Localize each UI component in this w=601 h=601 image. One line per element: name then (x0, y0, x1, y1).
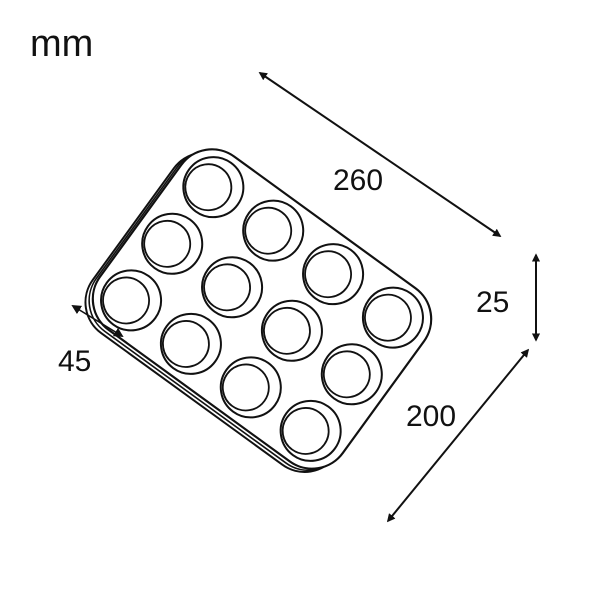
muffin-cup (260, 299, 323, 362)
cup-bottom (203, 263, 251, 312)
length-dimension-arrow (258, 72, 502, 237)
muffin-tray (84, 148, 433, 473)
cup-bottom (184, 163, 233, 212)
cup-bottom (221, 363, 270, 412)
cup-bottom (143, 219, 192, 268)
muffin-cup (201, 256, 264, 319)
muffin-cup (159, 312, 222, 375)
muffin-cup (219, 356, 282, 419)
length-label: 260 (333, 164, 383, 197)
muffin-cup (320, 343, 383, 406)
muffin-cup (279, 399, 342, 462)
muffin-cup (361, 286, 424, 349)
cup-bottom (281, 407, 330, 455)
cup-bottom (304, 250, 352, 299)
height-label: 25 (476, 286, 509, 319)
width-dimension-arrow (386, 348, 530, 523)
cup-bottom (263, 306, 311, 355)
muffin-cup (182, 156, 245, 219)
cup-bottom (364, 293, 412, 342)
muffin-cup (141, 212, 204, 275)
cup-bottom (322, 350, 371, 399)
width-label: 200 (406, 400, 456, 433)
cup-diameter-dimension-arrow (71, 304, 124, 338)
unit-label: mm (30, 23, 93, 65)
muffin-cup (302, 243, 365, 306)
cup-diameter-label: 45 (58, 345, 91, 378)
cup-bottom (162, 320, 210, 368)
